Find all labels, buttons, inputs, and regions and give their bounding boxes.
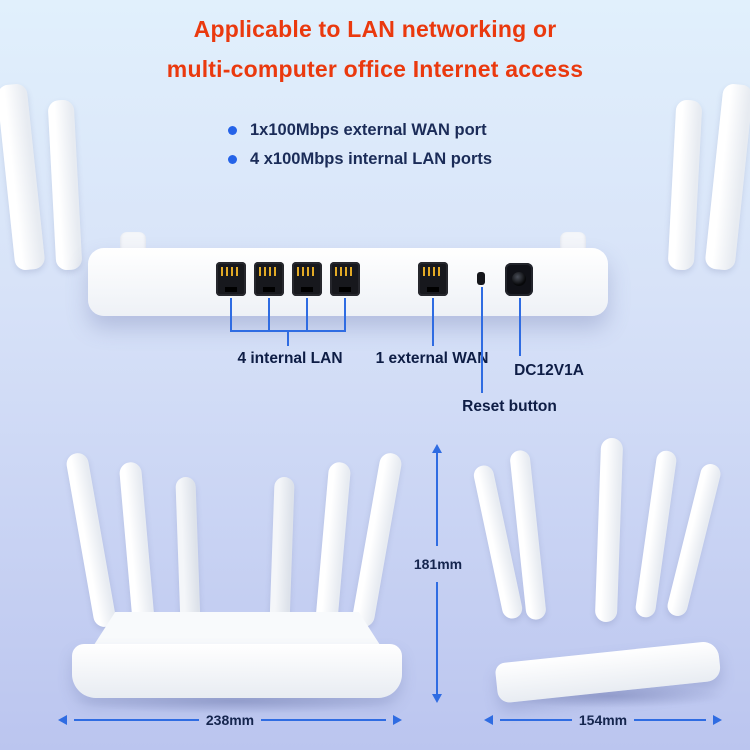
dimension-line xyxy=(436,452,438,546)
antenna xyxy=(665,461,723,619)
lan-port-3 xyxy=(292,262,322,296)
lan-port-1 xyxy=(216,262,246,296)
dimension-label-width: 238mm xyxy=(205,712,255,728)
lan-port-2 xyxy=(254,262,284,296)
dimension-depth: 154mm xyxy=(484,712,723,728)
feature-item-lan: 4 x100Mbps internal LAN ports xyxy=(228,150,492,169)
antenna xyxy=(704,82,750,272)
dimension-arrow-left xyxy=(58,715,67,725)
callout-line xyxy=(344,298,346,330)
dimension-line xyxy=(634,719,707,721)
dimension-arrow-down xyxy=(432,694,442,703)
antenna xyxy=(314,461,352,631)
antenna xyxy=(47,99,83,271)
port-pins xyxy=(259,267,279,276)
callout-line xyxy=(306,298,308,330)
antenna xyxy=(118,461,156,631)
port-pins xyxy=(221,267,241,276)
headline-line-1: Applicable to LAN networking or xyxy=(193,16,557,42)
dimension-line xyxy=(74,719,199,721)
bullet-dot-icon xyxy=(228,155,237,164)
feature-label-wan: 1x100Mbps external WAN port xyxy=(250,121,487,139)
antenna xyxy=(64,451,118,629)
reset-pinhole xyxy=(477,272,485,285)
port-pins xyxy=(423,267,443,276)
callout-label-reset: Reset button xyxy=(462,398,557,415)
port-pins xyxy=(335,267,355,276)
antenna xyxy=(594,437,624,623)
dimension-arrow-right xyxy=(713,715,723,725)
antenna xyxy=(175,476,201,630)
callout-line xyxy=(519,298,521,356)
port-notch xyxy=(263,287,275,292)
port-notch xyxy=(301,287,313,292)
port-notch xyxy=(339,287,351,292)
callout-line xyxy=(287,332,289,346)
dimension-arrow-left xyxy=(484,715,493,725)
dimension-label-depth: 154mm xyxy=(578,712,628,728)
antenna xyxy=(667,99,703,271)
router-top-face xyxy=(92,612,382,648)
callout-line xyxy=(481,287,483,393)
dimension-width: 238mm xyxy=(58,712,403,728)
wan-port xyxy=(418,262,448,296)
dimension-arrow-right xyxy=(393,715,403,725)
antenna xyxy=(350,451,404,629)
antenna xyxy=(0,82,46,272)
callout-line xyxy=(268,298,270,330)
dimension-label-height: 181mm xyxy=(413,556,463,572)
callout-line xyxy=(230,298,232,330)
bullet-dot-icon xyxy=(228,126,237,135)
lan-port-4 xyxy=(330,262,360,296)
callout-label-lan: 4 internal LAN xyxy=(237,350,343,367)
dimension-line xyxy=(436,582,438,694)
callout-line xyxy=(230,330,346,332)
callout-label-wan: 1 external WAN xyxy=(375,350,489,367)
dimension-line xyxy=(500,719,572,721)
router-front-face xyxy=(72,644,402,698)
port-notch xyxy=(225,287,237,292)
headline-line-2: multi-computer office Internet access xyxy=(166,56,584,82)
callout-label-power: DC12V1A xyxy=(514,362,584,379)
antenna xyxy=(269,476,295,630)
feature-item-wan: 1x100Mbps external WAN port xyxy=(228,121,487,140)
dc-jack-hole xyxy=(512,272,526,286)
port-pins xyxy=(297,267,317,276)
feature-label-lan: 4 x100Mbps internal LAN ports xyxy=(250,150,493,168)
dimension-arrow-up xyxy=(432,444,442,453)
dimension-line xyxy=(261,719,387,721)
callout-line xyxy=(432,298,434,346)
dc-power-jack xyxy=(505,263,533,296)
port-notch xyxy=(427,287,439,292)
